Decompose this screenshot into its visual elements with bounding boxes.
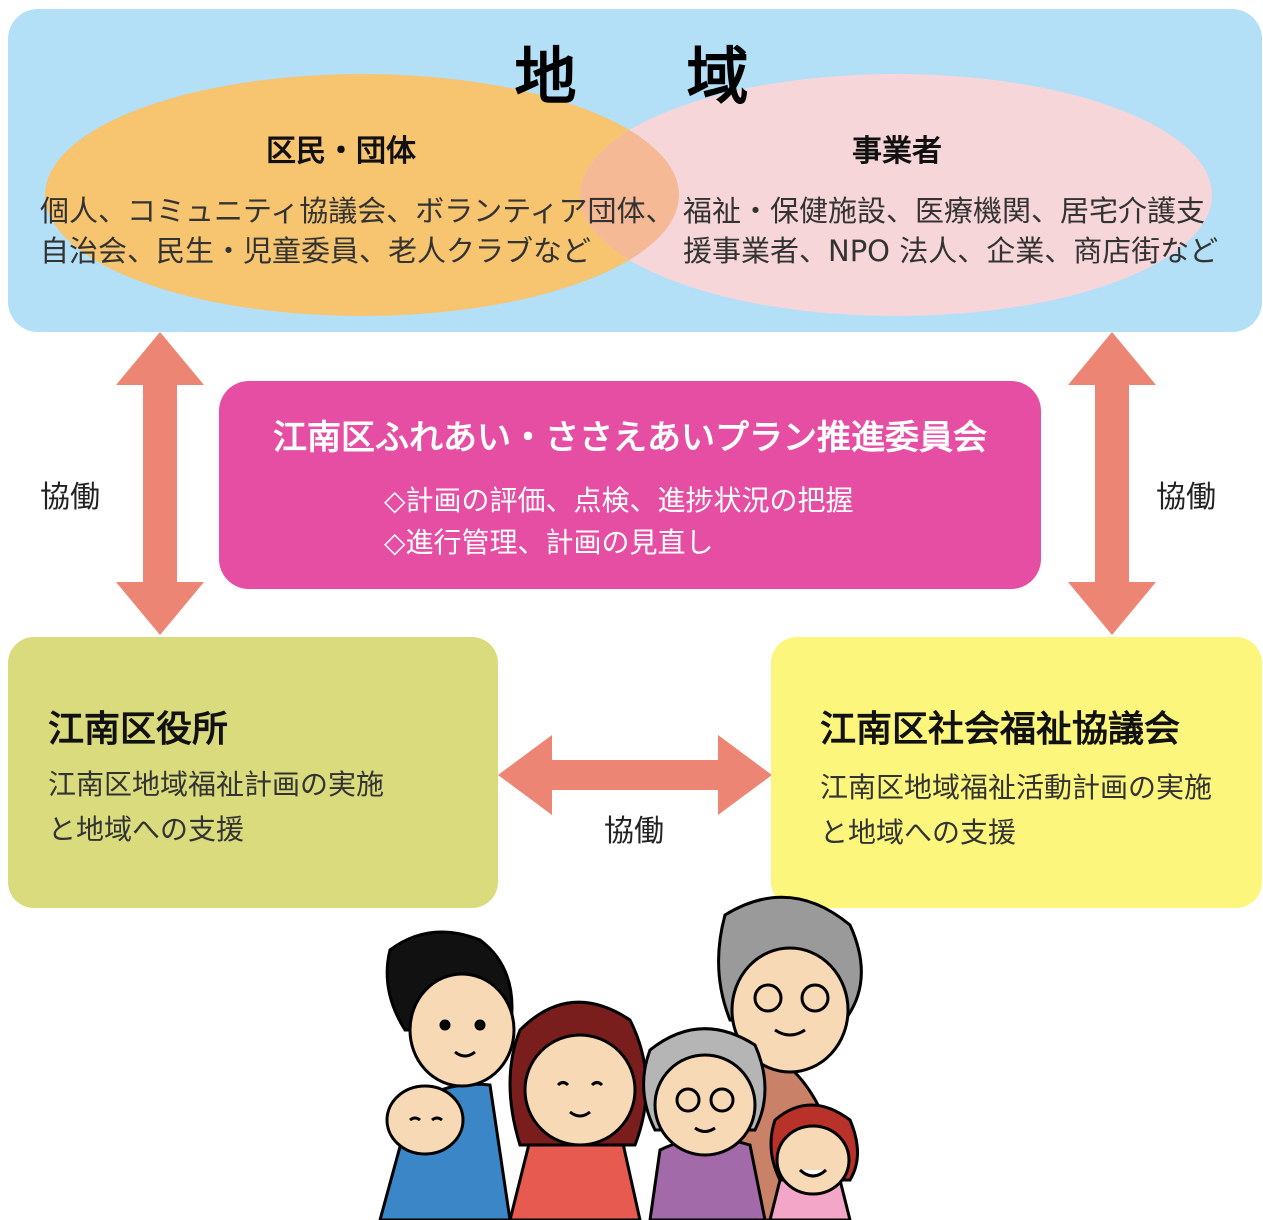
council-box <box>771 637 1262 908</box>
residents-title: 区民・団体 <box>266 134 416 169</box>
businesses-line-2: 援事業者、NPO 法人、企業、商店街など <box>683 234 1219 268</box>
left-vertical-double-arrow <box>116 332 204 635</box>
region-title: 地域 <box>514 40 859 113</box>
horizontal-double-arrow <box>498 735 772 815</box>
right-vertical-double-arrow <box>1068 332 1156 635</box>
businesses-line-1: 福祉・保健施設、医療機関、居宅介護支 <box>683 194 1206 228</box>
businesses-ellipse <box>580 74 1212 316</box>
region-ellipses <box>45 74 1212 316</box>
council-title: 江南区社会福祉協議会 <box>820 709 1181 750</box>
committee-title: 江南区ふれあい・ささえあいプラン推進委員会 <box>273 418 987 458</box>
council-line-1: 江南区地域福祉活動計画の実施 <box>820 771 1213 804</box>
collaboration-label-left: 協働 <box>40 480 100 515</box>
committee-item: ◇進行管理、計画の見直し <box>384 526 714 559</box>
residents-description: 個人、コミュニティ協議会、ボランティア団体、 自治会、民生・児童委員、老人クラブ… <box>40 191 675 271</box>
council-description: 江南区地域福祉活動計画の実施 と地域への支援 <box>820 765 1212 855</box>
committee-items: ◇計画の評価、点検、進捗状況の把握 ◇進行管理、計画の見直し <box>384 480 854 564</box>
ward-office-description: 江南区地域福祉計画の実施 と地域への支援 <box>48 762 384 852</box>
child-figure <box>768 1103 859 1220</box>
mother-figure <box>508 1000 648 1220</box>
collaboration-label-center: 協働 <box>604 814 664 849</box>
ward-office-title: 江南区役所 <box>48 709 229 750</box>
ward-office-line-2: と地域への支援 <box>48 813 245 846</box>
businesses-description: 福祉・保健施設、医療機関、居宅介護支 援事業者、NPO 法人、企業、商店街など <box>683 191 1218 271</box>
council-line-2: と地域への支援 <box>820 816 1017 849</box>
committee-item: ◇計画の評価、点検、進捗状況の把握 <box>384 484 854 517</box>
father-figure <box>378 930 516 1220</box>
businesses-title: 事業者 <box>852 134 942 169</box>
ward-office-box <box>8 637 498 908</box>
residents-line-1: 個人、コミュニティ協議会、ボランティア団体、 <box>40 194 675 228</box>
family-illustration <box>378 895 863 1220</box>
residents-line-2: 自治会、民生・児童委員、老人クラブなど <box>40 234 592 268</box>
committee-box <box>219 381 1041 589</box>
ward-office-line-1: 江南区地域福祉計画の実施 <box>48 768 385 801</box>
residents-ellipse <box>45 74 679 316</box>
collaboration-label-right: 協働 <box>1156 480 1216 515</box>
baby-figure <box>385 1084 465 1156</box>
grandmother-figure <box>642 1027 767 1220</box>
